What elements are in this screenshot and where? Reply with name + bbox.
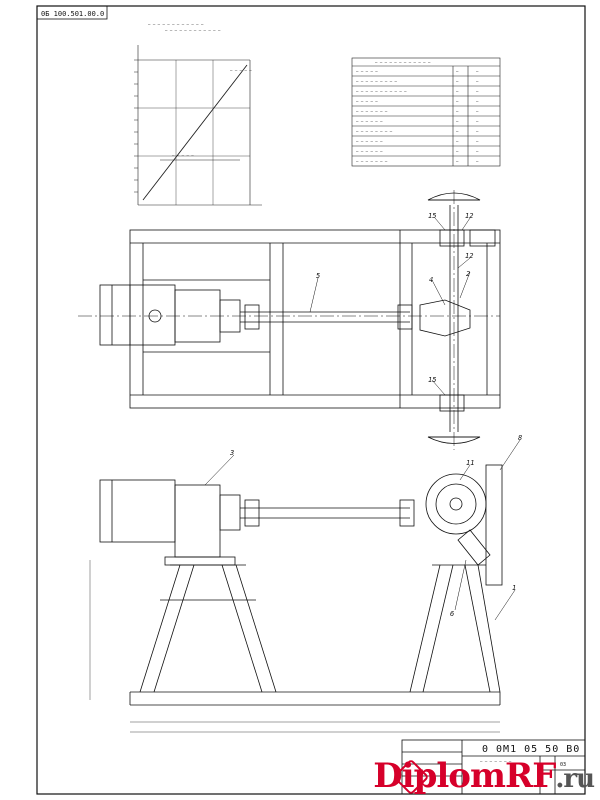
characteristic-chart [134,45,262,206]
watermark-accent: RF [504,756,556,796]
spec-row: — — — — — — — — — — — [352,75,500,84]
watermark-tld: .ru [555,764,595,794]
spec-row-value: — [476,149,479,154]
spec-row-unit: — [456,109,459,114]
spec-row-value: — [476,119,479,124]
spec-row-unit: — [456,139,459,144]
callout-number: 2 [466,270,470,278]
spec-row-value: — [476,79,479,84]
spec-row-name: — — — — — — — [356,159,388,164]
spec-row-name: — — — — — — — — — [356,79,398,84]
spec-row: — — — — — — — [356,69,479,74]
callout-number: 4 [429,276,433,284]
spec-row-name: — — — — — — [356,149,383,154]
spec-row-unit: — [456,69,459,74]
spec-row: — — — — — — — — — [352,155,500,164]
watermark-main: Diplom [373,756,506,796]
side-view [99,464,503,706]
chart-caption-2: — — — — — — — — — — — — [165,28,221,33]
spec-row: — — — — — — — — — [352,105,500,114]
callout-number: 12 [465,212,473,220]
spec-row-name: — — — — — — — — — — — [356,89,407,94]
callout-number: 11 [466,459,474,467]
spec-row-unit: — [456,79,459,84]
drawing-frame [36,5,586,795]
watermark: DiplomRF.ru [373,756,595,796]
title-block-code: 0 0М1 05 50 В0 [482,744,580,755]
spec-row-name: — — — — — [356,99,378,104]
spec-row-unit: — [456,99,459,104]
spec-row-unit: — [456,129,459,134]
spec-row: — — — — — — — — — — [352,125,500,134]
spec-row-value: — [476,159,479,164]
gear-wheel-side [425,473,487,535]
spec-row: — — — — — — — — [352,135,500,144]
chart-line-label-2: — — — — — [172,153,194,158]
callout-number: 5 [316,272,320,280]
title-block-name: — — — — — — — [480,759,512,764]
spec-row-value: — [476,89,479,94]
callout-number: 15 [428,212,436,220]
chart-caption-1: — — — — — — — — — — — — [148,22,204,27]
spec-row-name: — — — — — — — — [356,129,393,134]
spec-row-unit: — [456,89,459,94]
callout-number: 1 [512,584,516,592]
top-stamp-box [36,5,108,20]
spec-table-title: — — — — — — — — — — — — [375,60,431,65]
callout-number: 15 [428,376,436,384]
spec-row-value: — [476,129,479,134]
top-view [99,192,501,444]
spec-row-unit: — [456,149,459,154]
title-block [401,739,586,795]
top-stamp-text: 0Б 100.501.00.0 [41,10,104,18]
spec-row-value: — [476,69,479,74]
spec-row-name: — — — — — — [356,139,383,144]
title-block-sheet: 03 [560,762,566,768]
spec-row: — — — — — — — — — — — — — [352,85,500,94]
spec-row: — — — — — — — — [352,145,500,154]
spec-row-value: — [476,109,479,114]
chart-line-upper [142,64,248,201]
callout-number: 3 [229,449,234,457]
callout-numbers: 15 12 12 4 2 5 15 3 11 8 1 6 [229,212,522,618]
spec-row-value: — [476,99,479,104]
spec-row-unit: — [456,159,459,164]
spec-table-rows: — — — — ———— — — — — — — — ———— — — — — … [352,69,500,164]
spec-row-value: — [476,139,479,144]
motor-side [99,479,176,543]
spec-row-name: — — — — — — [356,119,383,124]
callout-number: 8 [518,434,522,442]
spec-row-name: — — — — — — — [356,109,388,114]
spec-row: — — — — — — — — [352,115,500,124]
spec-row-name: — — — — — [356,69,378,74]
callout-number: 6 [450,610,454,618]
motor-top [99,284,176,346]
spec-row: — — — — — — — [352,95,500,104]
callout-number: 12 [465,252,473,260]
spec-row-unit: — [456,119,459,124]
chart-line-label-1: — — — — — [230,68,252,73]
